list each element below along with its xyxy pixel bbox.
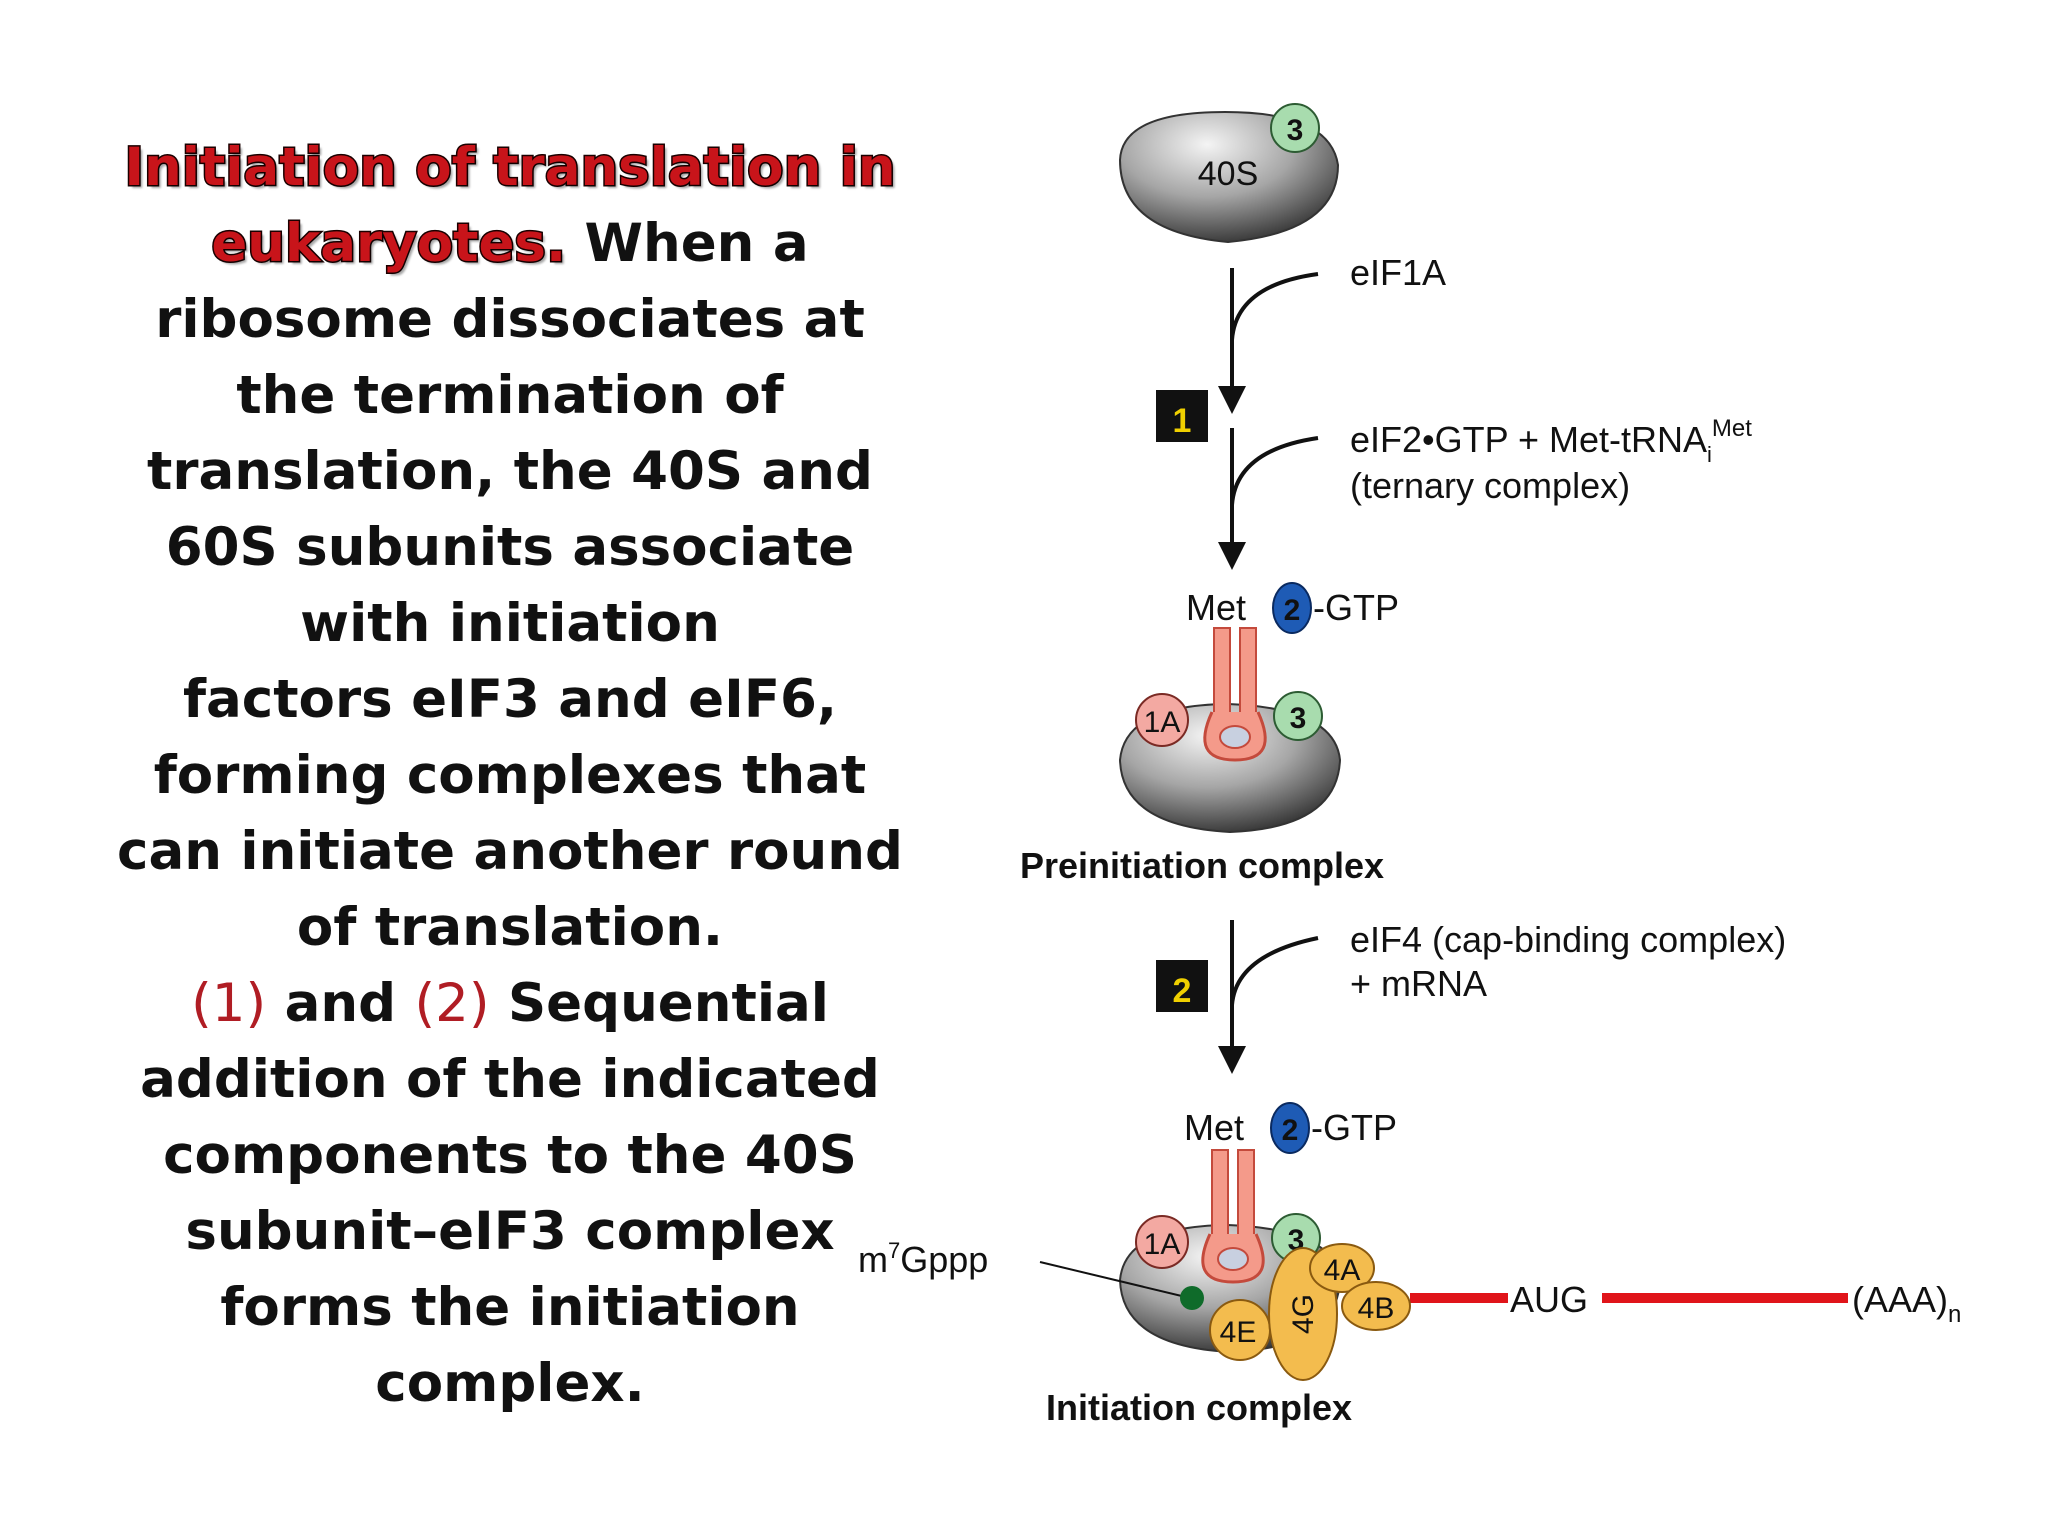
eif2-factor-1 xyxy=(1272,582,1312,634)
text-line-3: ribosome dissociates at xyxy=(155,289,865,350)
eif2-label-1: 2 xyxy=(1284,594,1301,627)
met-trna-1 xyxy=(1203,627,1267,762)
eif2-factor-2 xyxy=(1270,1102,1310,1154)
gtp-label-1: -GTP xyxy=(1313,587,1399,628)
text-line-7: with initiation xyxy=(300,593,720,654)
text-line-14: components to the 40S xyxy=(163,1125,857,1186)
preinitiation-complex: 1A 3 xyxy=(1118,627,1342,834)
eif4b-label: 4B xyxy=(1358,1292,1395,1325)
text-line-17: complex. xyxy=(375,1353,645,1414)
eif4a-factor xyxy=(1309,1243,1375,1293)
description-text: Initiation of translation in eukaryotes.… xyxy=(90,130,930,1422)
step-2-label: 2 xyxy=(1173,972,1192,1010)
eif1a-factor-2 xyxy=(1135,1215,1189,1269)
cap-pointer-line xyxy=(1039,1261,1191,1299)
poly-a-tail-label: (AAA)n xyxy=(1852,1279,1961,1328)
text-line-10: can initiate another round xyxy=(117,821,903,882)
eif1a-factor-label-1: 1A xyxy=(1144,706,1181,739)
headline-continued: eukaryotes. xyxy=(210,212,568,276)
text-line-11: of translation. xyxy=(296,897,724,958)
text-line-1: Initiation of translation in xyxy=(90,130,930,206)
eif2-label-2: 2 xyxy=(1282,1114,1299,1147)
text-line-15: subunit–eIF3 complex xyxy=(185,1201,835,1262)
text-line-6: 60S subunits associate xyxy=(165,517,855,578)
eif4-label-line-1: eIF4 (cap-binding complex) xyxy=(1350,919,1786,960)
eif3-factor: 3 xyxy=(1270,103,1320,153)
eif1a-factor-label-2: 1A xyxy=(1144,1228,1181,1261)
met-trna-2 xyxy=(1201,1149,1265,1284)
eif4-branch xyxy=(1230,936,1319,1006)
text-line-8: factors eIF3 and eIF6, xyxy=(182,669,838,730)
eif3-label: 3 xyxy=(1287,114,1304,147)
text-line-13: addition of the indicated xyxy=(140,1049,880,1110)
eif4-label-line-2: + mRNA xyxy=(1350,963,1487,1004)
eif1a-branch xyxy=(1230,272,1319,341)
step-1-reference: (1) xyxy=(191,973,267,1034)
text-line-4: the termination of xyxy=(236,365,784,426)
eif4e-label: 4E xyxy=(1220,1316,1257,1349)
text-line-16: forms the initiation xyxy=(220,1277,800,1338)
ternary-complex-label: eIF2•GTP + Met-tRNAiMet xyxy=(1350,415,1752,467)
initiation-complex: 1A 3 4E 4G 4A 4B xyxy=(1039,1149,1411,1381)
text-line-12-rest: Sequential xyxy=(508,973,829,1034)
gtp-label-2: -GTP xyxy=(1311,1107,1397,1148)
eif3-factor-1 xyxy=(1273,691,1323,741)
step-1-label: 1 xyxy=(1173,402,1192,440)
eif1a-factor-1 xyxy=(1135,693,1189,747)
eif4b-factor xyxy=(1341,1281,1411,1331)
initiation-complex-label: Initiation complex xyxy=(1046,1387,1352,1428)
text-line-2-rest: When a xyxy=(584,213,809,274)
text-line-5: translation, the 40S and xyxy=(147,441,873,502)
ternary-complex-note: (ternary complex) xyxy=(1350,465,1630,506)
eif4a-label: 4A xyxy=(1324,1254,1361,1287)
step-2-badge: 2 xyxy=(1156,960,1208,1012)
and-word: and xyxy=(284,973,397,1034)
step-1-badge: 1 xyxy=(1156,390,1208,442)
subunit-40s-label: 40S xyxy=(1198,155,1259,193)
text-line-9: forming complexes that xyxy=(153,745,867,806)
met-label-1: Met xyxy=(1186,587,1246,628)
preinitiation-complex-label: Preinitiation complex xyxy=(1020,845,1384,886)
eif4g-label: 4G xyxy=(1287,1294,1320,1334)
eif3-factor-label-1: 3 xyxy=(1290,702,1307,735)
text-line-12: (1) and (2) Sequential xyxy=(90,966,930,1042)
step-2-reference: (2) xyxy=(414,973,490,1034)
aug-codon-label: AUG xyxy=(1510,1279,1588,1320)
mrna-cap xyxy=(1180,1286,1204,1310)
cap-structure-label: m7Gppp xyxy=(858,1238,988,1280)
met-label-2: Met xyxy=(1184,1107,1244,1148)
ternary-branch xyxy=(1230,436,1319,506)
eif1a-label: eIF1A xyxy=(1350,252,1446,293)
text-line-2: eukaryotes. When a xyxy=(90,206,930,282)
headline: Initiation of translation in xyxy=(123,136,897,200)
